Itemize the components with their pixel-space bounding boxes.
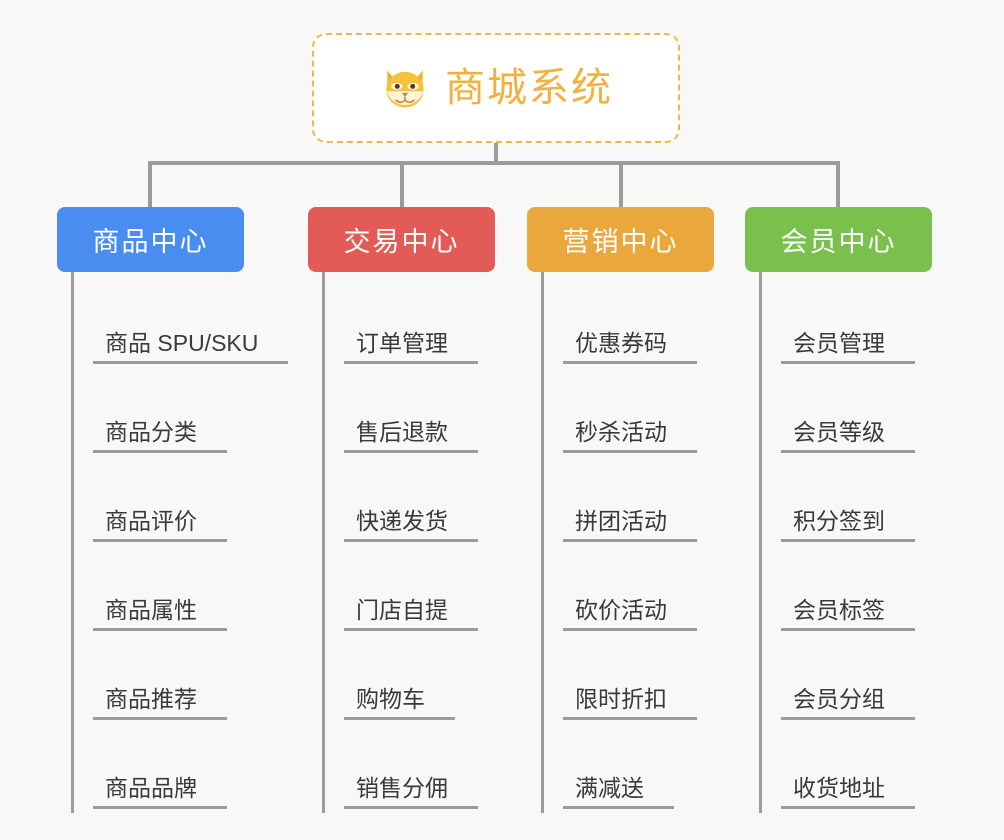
list-item-label: 收货地址 <box>781 775 915 809</box>
list-item-label: 会员管理 <box>781 330 915 364</box>
dept-header-label: 商品中心 <box>92 227 209 257</box>
list-item-label: 限时折扣 <box>563 686 697 720</box>
column-product-center: 商品中心 商品 SPU/SKU 商品分类 商品评价 商品属性 商品推荐 商品品牌 <box>57 207 291 813</box>
list-item[interactable]: 会员管理 <box>762 279 979 368</box>
list-item[interactable]: 商品 SPU/SKU <box>74 279 291 368</box>
dept-header-member-center[interactable]: 会员中心 <box>745 207 932 272</box>
list-item[interactable]: 砍价活动 <box>544 546 761 635</box>
column-marketing-center: 营销中心 优惠券码 秒杀活动 拼团活动 砍价活动 限时折扣 满减送 <box>527 207 761 813</box>
list-item[interactable]: 门店自提 <box>325 546 542 635</box>
list-item[interactable]: 购物车 <box>325 635 542 724</box>
connector-bus <box>148 161 840 165</box>
list-item-label: 售后退款 <box>344 419 478 453</box>
dept-header-marketing-center[interactable]: 营销中心 <box>527 207 714 272</box>
list-item-label: 销售分佣 <box>344 775 478 809</box>
list-item-label: 商品推荐 <box>93 686 227 720</box>
list-item[interactable]: 收货地址 <box>762 724 979 813</box>
list-item-label: 拼团活动 <box>563 508 697 542</box>
list-item-label: 会员标签 <box>781 597 915 631</box>
list-item[interactable]: 会员分组 <box>762 635 979 724</box>
root-node-shop-system[interactable]: 商城系统 <box>312 33 680 143</box>
list-item[interactable]: 拼团活动 <box>544 457 761 546</box>
connector-drop-4 <box>836 161 840 207</box>
list-item[interactable]: 限时折扣 <box>544 635 761 724</box>
list-item-label: 商品评价 <box>93 508 227 542</box>
list-item[interactable]: 订单管理 <box>325 279 542 368</box>
list-item[interactable]: 会员等级 <box>762 368 979 457</box>
list-item-label: 商品 SPU/SKU <box>93 330 289 364</box>
list-item-label: 商品分类 <box>93 419 227 453</box>
dept-header-product-center[interactable]: 商品中心 <box>57 207 244 272</box>
leaf-list-product-center: 商品 SPU/SKU 商品分类 商品评价 商品属性 商品推荐 商品品牌 <box>71 272 291 813</box>
dept-header-label: 会员中心 <box>780 227 897 257</box>
list-item[interactable]: 销售分佣 <box>325 724 542 813</box>
list-item-label: 会员分组 <box>781 686 915 720</box>
column-trade-center: 交易中心 订单管理 售后退款 快递发货 门店自提 购物车 销售分佣 <box>308 207 542 813</box>
connector-drop-2 <box>400 161 404 207</box>
dept-header-trade-center[interactable]: 交易中心 <box>308 207 495 272</box>
list-item-label: 积分签到 <box>781 508 915 542</box>
list-item[interactable]: 优惠券码 <box>544 279 761 368</box>
dept-header-label: 交易中心 <box>343 227 460 257</box>
list-item-label: 商品品牌 <box>93 775 227 809</box>
list-item-label: 商品属性 <box>93 597 227 631</box>
list-item[interactable]: 商品品牌 <box>74 724 291 813</box>
list-item-label: 优惠券码 <box>563 330 697 364</box>
connector-drop-1 <box>148 161 152 207</box>
list-item[interactable]: 快递发货 <box>325 457 542 546</box>
list-item-label: 满减送 <box>563 775 674 809</box>
list-item-label: 购物车 <box>344 686 455 720</box>
list-item[interactable]: 售后退款 <box>325 368 542 457</box>
list-item[interactable]: 商品评价 <box>74 457 291 546</box>
leaf-list-member-center: 会员管理 会员等级 积分签到 会员标签 会员分组 收货地址 <box>759 272 979 813</box>
list-item[interactable]: 积分签到 <box>762 457 979 546</box>
list-item[interactable]: 商品分类 <box>74 368 291 457</box>
list-item-label: 门店自提 <box>344 597 478 631</box>
leaf-list-marketing-center: 优惠券码 秒杀活动 拼团活动 砍价活动 限时折扣 满减送 <box>541 272 761 813</box>
shiba-dog-face-icon <box>386 70 424 108</box>
dept-header-label: 营销中心 <box>562 227 679 257</box>
list-item[interactable]: 秒杀活动 <box>544 368 761 457</box>
column-member-center: 会员中心 会员管理 会员等级 积分签到 会员标签 会员分组 收货地址 <box>745 207 979 813</box>
list-item-label: 砍价活动 <box>563 597 697 631</box>
list-item[interactable]: 会员标签 <box>762 546 979 635</box>
connector-drop-3 <box>619 161 623 207</box>
root-node-title: 商城系统 <box>445 66 613 110</box>
connector-trunk <box>494 143 498 163</box>
list-item[interactable]: 商品推荐 <box>74 635 291 724</box>
list-item-label: 秒杀活动 <box>563 419 697 453</box>
list-item-label: 快递发货 <box>344 508 478 542</box>
list-item-label: 订单管理 <box>344 330 478 364</box>
list-item-label: 会员等级 <box>781 419 915 453</box>
list-item[interactable]: 商品属性 <box>74 546 291 635</box>
leaf-list-trade-center: 订单管理 售后退款 快递发货 门店自提 购物车 销售分佣 <box>322 272 542 813</box>
list-item[interactable]: 满减送 <box>544 724 761 813</box>
